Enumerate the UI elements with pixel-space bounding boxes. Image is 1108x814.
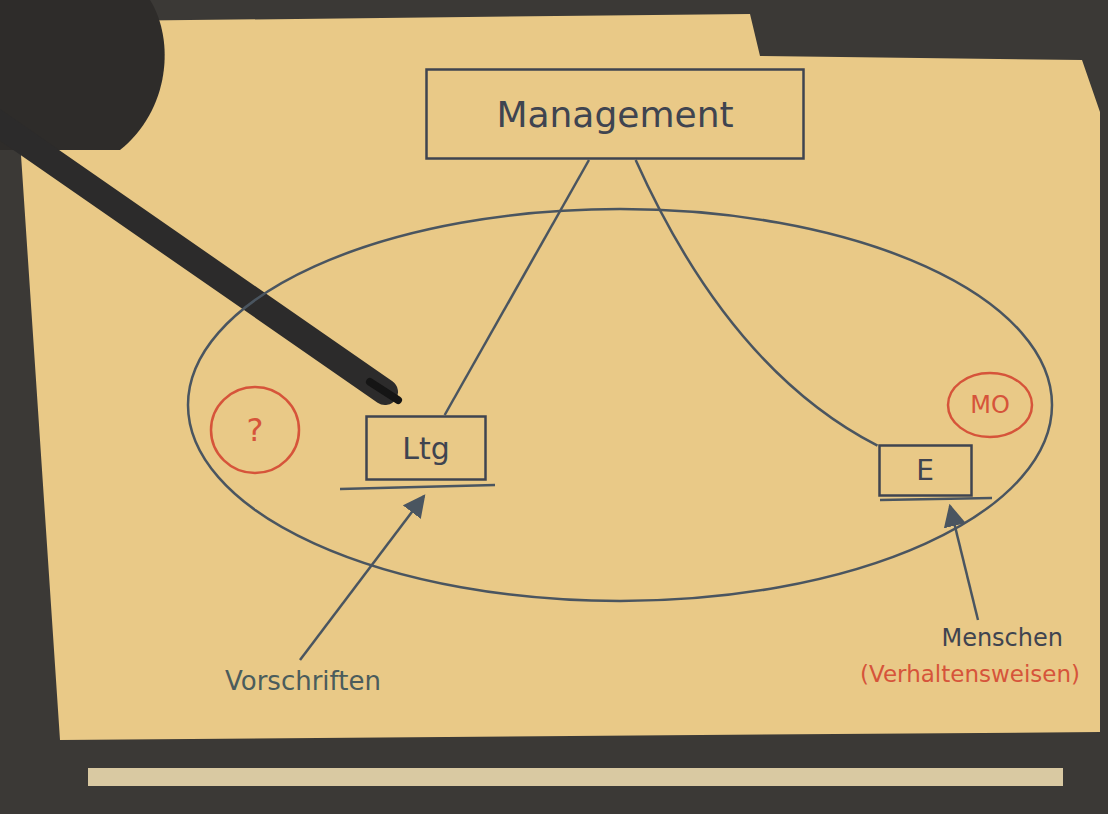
node-text: Ltg: [402, 431, 450, 466]
leader-arrow: [950, 506, 978, 620]
node-text: E: [916, 454, 934, 487]
pen: [0, 118, 385, 392]
input-label: Vorschriften: [225, 666, 381, 696]
node-text: MO: [970, 391, 1010, 419]
node-text: Management: [496, 94, 733, 135]
paper-sheet: [12, 14, 1100, 740]
outline: [427, 70, 804, 159]
title-box: Management: [425, 68, 805, 160]
input-note: (Verhaltensweisen): [860, 661, 1080, 687]
process-box: Ltg: [365, 415, 487, 481]
process-box: E: [878, 444, 973, 497]
underline: [340, 485, 495, 489]
input-label: Menschen: [941, 624, 1063, 652]
outline: [879, 445, 971, 495]
underline: [880, 498, 992, 500]
question-circle: ?: [209, 385, 301, 475]
node-text: ?: [247, 411, 264, 449]
pen-tip: [370, 382, 398, 400]
outline: [367, 417, 486, 480]
callout-circle: MO: [946, 371, 1034, 439]
outline: [948, 373, 1032, 437]
outline: [211, 387, 299, 473]
connector: [445, 160, 589, 415]
leader-arrow: [300, 496, 424, 660]
connector: [636, 160, 878, 446]
light-strip: [88, 768, 1063, 786]
organisation-ellipse: [188, 209, 1052, 601]
